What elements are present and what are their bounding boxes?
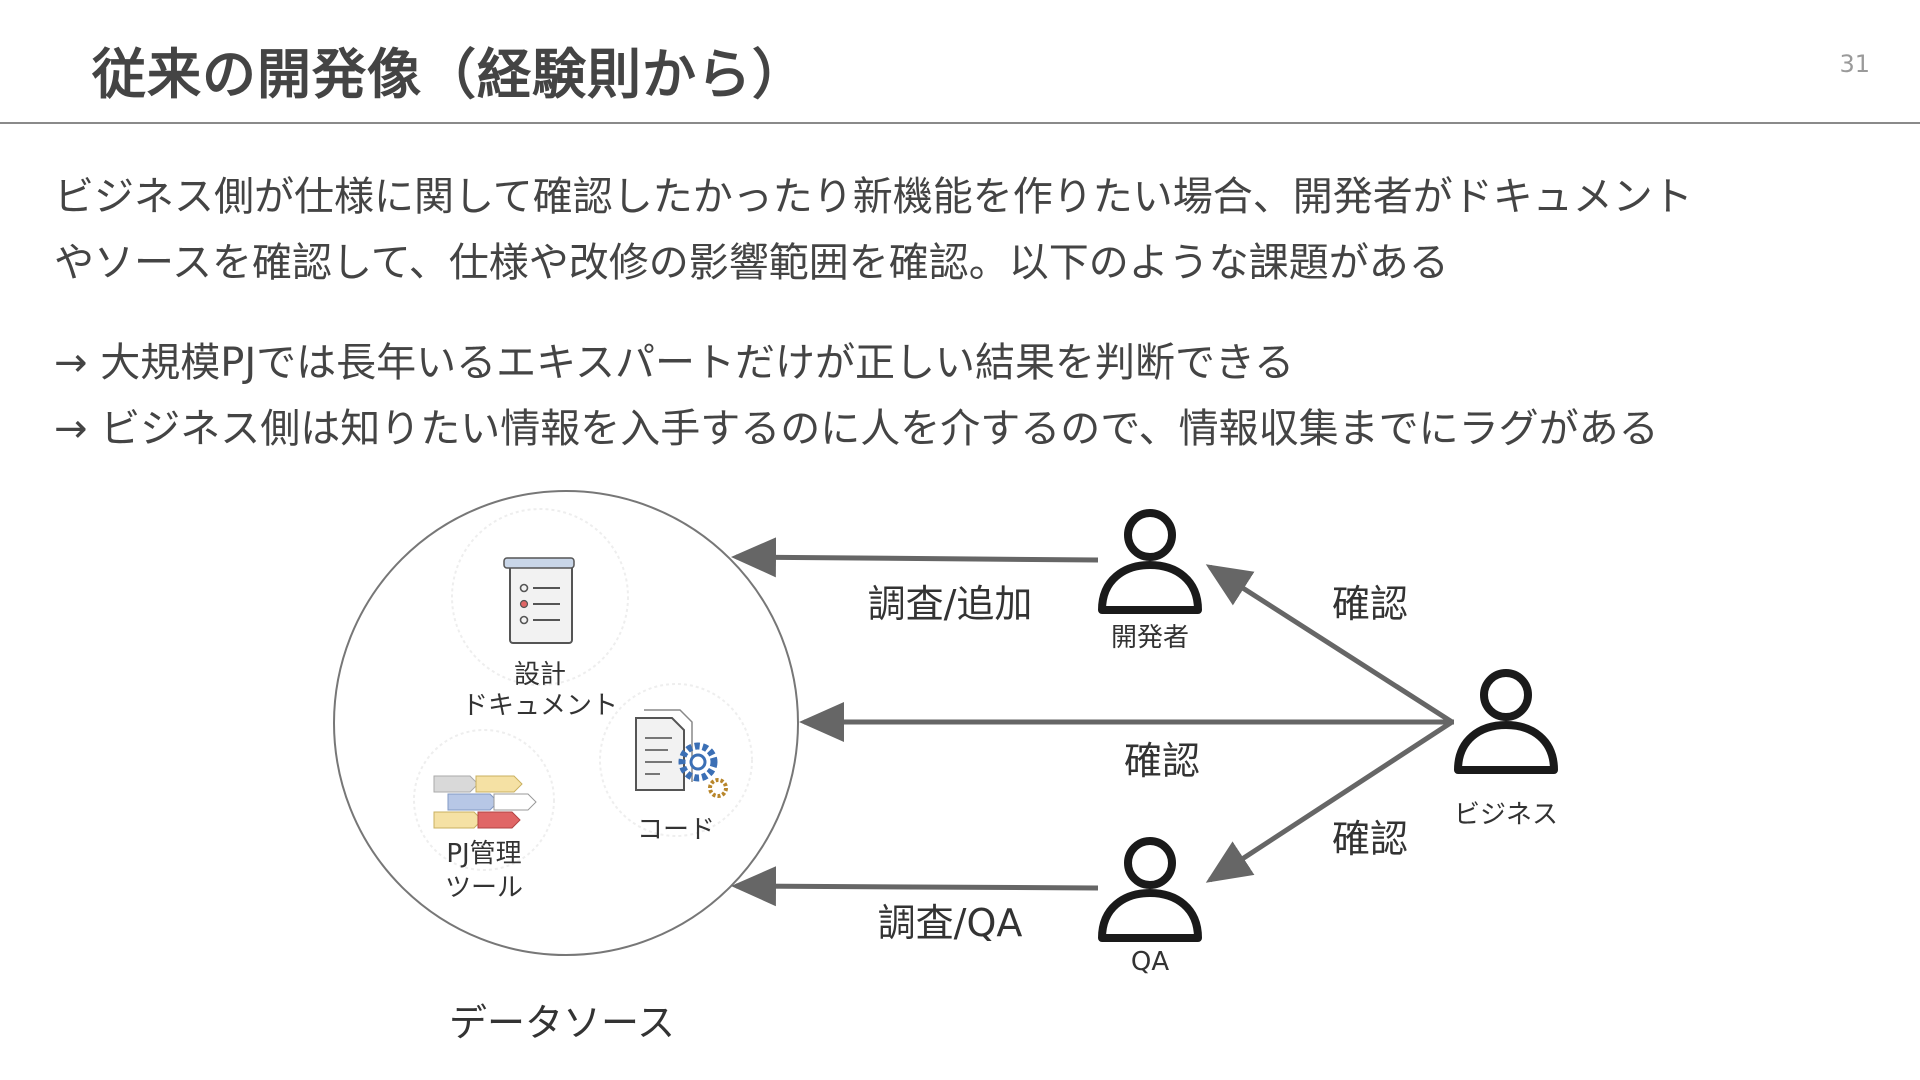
pj-tool-label: PJ管理 <box>446 839 521 869</box>
arrows <box>731 537 1454 907</box>
intro-paragraph: ビジネス側が仕様に関して確認したかったり新機能を作りたい場合、開発者がドキュメン… <box>54 164 1874 296</box>
person-icon <box>1098 837 1202 942</box>
arrow-label-business-to-qa: 確認 <box>1332 817 1408 861</box>
qa-label: QA <box>1131 947 1169 977</box>
page-number: 31 <box>1839 50 1870 78</box>
arrow-qa-to-source <box>731 866 1099 907</box>
issue-list: → 大規模PJでは長年いるエキスパートだけが正しい結果を判断できる → ビジネス… <box>54 330 1874 462</box>
design-doc-label: ドキュメント <box>462 691 618 721</box>
person-icon <box>1454 669 1558 774</box>
arrow-label-business-to-dev: 確認 <box>1332 582 1408 626</box>
arrow-label-dev-to-source: 調査/追加 <box>868 582 1033 626</box>
person-icon <box>1098 509 1202 614</box>
slide-title: 従来の開発像（経験則から） <box>92 43 807 106</box>
pj-tool-label: ツール <box>445 873 523 903</box>
business-actor: ビジネス <box>1454 669 1558 830</box>
document-list-icon <box>503 557 575 644</box>
data-source-caption: データソース <box>449 1001 675 1045</box>
code-file-gear-icon <box>635 709 728 798</box>
issue-item: → ビジネス側は知りたい情報を入手するのに人を介するので、情報収集までにラグがあ… <box>54 406 1659 452</box>
intro-line-2: やソースを確認して、仕様や改修の影響範囲を確認。以下のような課題がある <box>54 240 1449 286</box>
arrow-label-qa-to-source: 調査/QA <box>878 901 1023 945</box>
arrow-business-to-qa <box>1205 719 1454 883</box>
developer-label: 開発者 <box>1111 623 1189 653</box>
timeline-chart-icon <box>433 775 537 829</box>
qa-actor: QA <box>1098 837 1202 977</box>
arrow-dev-to-source <box>731 537 1099 578</box>
code-label: コード <box>637 815 715 845</box>
issue-item: → 大規模PJでは長年いるエキスパートだけが正しい結果を判断できる <box>54 340 1295 386</box>
developer-actor: 開発者 <box>1098 509 1202 653</box>
business-label: ビジネス <box>1454 800 1558 830</box>
arrow-business-to-dev <box>1205 564 1454 725</box>
design-doc-label: 設計 <box>514 660 566 690</box>
arrow-label-business-to-source: 確認 <box>1124 739 1200 783</box>
intro-line-1: ビジネス側が仕様に関して確認したかったり新機能を作りたい場合、開発者がドキュメン… <box>54 174 1693 220</box>
header-divider <box>0 122 1920 124</box>
data-source-circle <box>333 490 799 956</box>
data-source-group: 設計 ドキュメント コード PJ管理 ツール データソース <box>333 490 799 1045</box>
